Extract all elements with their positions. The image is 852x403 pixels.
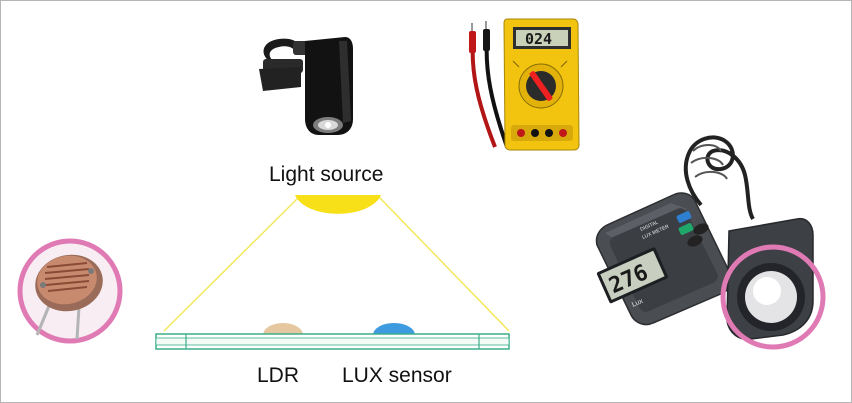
- lux-meter-unit: Lux: [631, 298, 645, 309]
- multimeter-display: 024: [525, 30, 552, 48]
- multimeter-icon: 024: [469, 18, 580, 151]
- lux-sensor-label: LUX sensor: [342, 364, 452, 387]
- light-source-label: Light source: [269, 163, 384, 186]
- lux-meter-icon: DIGITAL LUX METER 276 Lux: [595, 135, 826, 350]
- torch-icon: [259, 37, 353, 135]
- light-source-glow: [295, 195, 381, 214]
- ldr-component-icon: [17, 238, 123, 344]
- sensor-platform: [155, 333, 510, 350]
- beam-right-line: [378, 196, 510, 332]
- ldr-label: LDR: [257, 364, 300, 387]
- beam-left-line: [163, 196, 300, 332]
